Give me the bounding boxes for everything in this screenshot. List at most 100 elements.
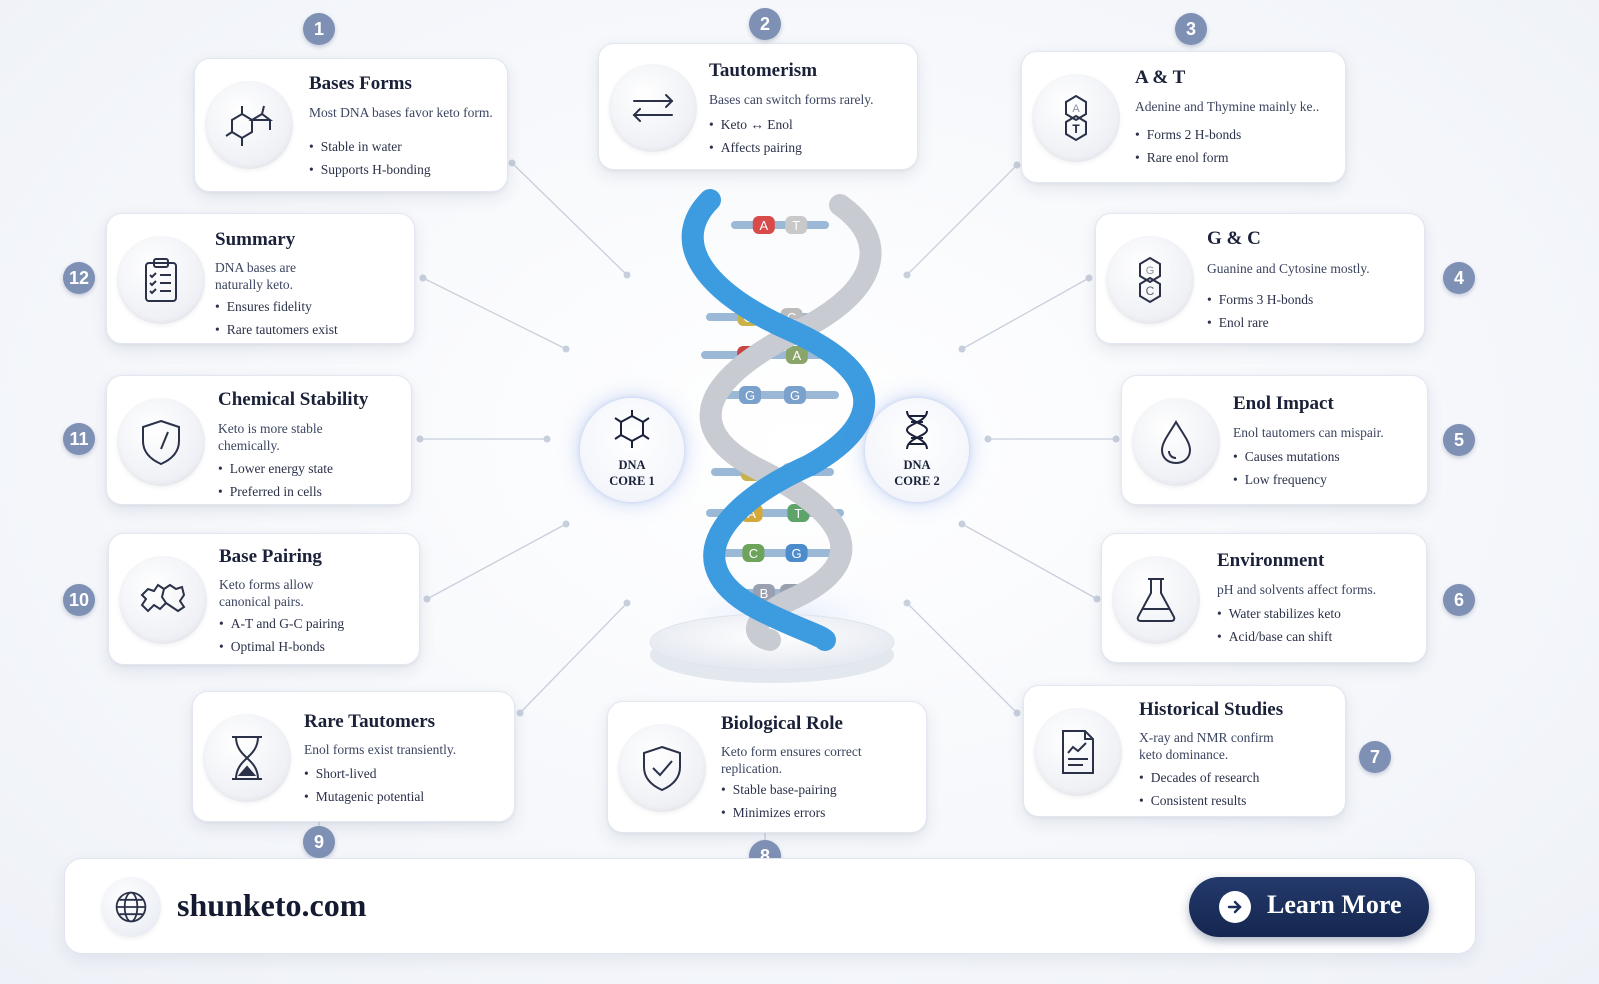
swap-arrows-icon	[609, 64, 697, 152]
base-letter: A	[759, 218, 768, 233]
card-title: Environment	[1217, 550, 1325, 571]
card-bullets: Decades of research Consistent results	[1139, 766, 1260, 812]
card-title: Rare Tautomers	[304, 711, 436, 732]
footer-bar: shunketo.com Learn More	[64, 858, 1476, 954]
base-bead	[785, 346, 808, 364]
bullet-item: Short-lived	[304, 762, 424, 785]
bullet-item: Stable in water	[309, 135, 431, 158]
bullet-item: A-T and G-C pairing	[219, 612, 344, 635]
base-letter: A	[792, 348, 801, 363]
step-badge-4: 4	[1443, 262, 1475, 294]
bullet-item: Keto ↔ Enol	[709, 113, 802, 136]
card-description: Guanine and Cytosine mostly.	[1207, 261, 1370, 276]
base-letter: G	[745, 388, 755, 403]
card-title: Bases Forms	[309, 73, 412, 94]
card-bullets: Forms 3 H-bonds Enol rare	[1207, 288, 1314, 334]
card-description: Keto is more stable chemically.	[218, 421, 323, 453]
base-letter: C	[787, 310, 796, 325]
bullet-item: Consistent results	[1139, 789, 1259, 812]
step-badge-11: 11	[63, 423, 95, 455]
card-bullets: Causes mutations Low frequency	[1233, 445, 1340, 491]
bullet-item: Preferred in cells	[218, 480, 333, 503]
molecule-icon	[614, 410, 650, 448]
card-title: Base Pairing	[219, 546, 322, 567]
card-bullets: Short-lived Mutagenic potential	[304, 762, 424, 808]
bullet-item: Optimal H-bonds	[219, 635, 344, 658]
base-bead	[784, 386, 806, 404]
card-summary: Summary DNA bases are naturally keto. En…	[106, 213, 415, 344]
core-label-line2: CORE 2	[894, 474, 940, 488]
card-bullets: Stable in water Supports H-bonding	[309, 135, 431, 181]
card-description: X-ray and NMR confirm keto dominance.	[1139, 730, 1274, 762]
molecule-icon	[205, 81, 293, 169]
step-badge-9: 9	[303, 826, 335, 858]
hourglass-icon	[203, 714, 291, 802]
card-bullets: Forms 2 H-bonds Rare enol form	[1135, 123, 1242, 169]
card-description: Enol tautomers can mispair.	[1233, 425, 1384, 440]
card-description: Keto form ensures correct replication.	[721, 744, 862, 776]
card-enol-impact: Enol Impact Enol tautomers can mispair. …	[1121, 375, 1428, 505]
card-environment: Environment pH and solvents affect forms…	[1101, 533, 1427, 663]
base-bead	[785, 216, 808, 234]
svg-text:A: A	[1072, 103, 1080, 115]
base-letter: A	[747, 506, 756, 521]
card-description: Adenine and Thymine mainly ke..	[1135, 99, 1320, 114]
base-letter: B	[760, 586, 769, 601]
step-badge-3: 3	[1175, 13, 1207, 45]
card-chemical-stability: Chemical Stability Keto is more stable c…	[106, 375, 412, 505]
dna-icon	[905, 410, 929, 450]
card-bullets: Stable base-pairing Minimizes errors	[721, 778, 837, 824]
card-title: Biological Role	[721, 713, 843, 734]
base-bead	[742, 544, 765, 562]
clipboard-icon	[117, 236, 205, 324]
card-description: Bases can switch forms rarely.	[709, 92, 874, 107]
card-rare-tautomers: Rare Tautomers Enol forms exist transien…	[192, 691, 515, 822]
card-title: Summary	[215, 229, 296, 250]
gc-hexagon-icon: G C	[1106, 236, 1194, 324]
core-label-line1: DNA	[618, 458, 646, 472]
card-bullets: Ensures fidelity Rare tautomers exist	[215, 295, 338, 341]
card-biological-role: Biological Role Keto form ensures correc…	[607, 701, 927, 833]
document-chart-icon	[1034, 708, 1122, 796]
card-description: DNA bases are naturally keto.	[215, 260, 296, 292]
shield-icon	[117, 398, 205, 486]
flask-icon	[1112, 556, 1200, 644]
bullet-item: Rare enol form	[1135, 146, 1241, 169]
bullet-item: Water stabilizes keto	[1217, 602, 1341, 625]
step-badge-6: 6	[1443, 584, 1475, 616]
learn-more-button[interactable]: Learn More	[1189, 877, 1429, 937]
base-letter: T	[794, 506, 802, 521]
bullet-item: Minimizes errors	[721, 801, 837, 824]
card-title: Tautomerism	[709, 60, 818, 81]
bullet-item: Forms 3 H-bonds	[1207, 288, 1314, 311]
card-title: G & C	[1207, 228, 1261, 249]
website-link[interactable]: shunketo.com	[177, 887, 367, 923]
at-hexagon-icon: A T	[1032, 74, 1120, 162]
globe-icon	[101, 877, 161, 937]
card-title: Enol Impact	[1233, 393, 1334, 414]
learn-more-label: Learn More	[1267, 890, 1402, 919]
step-badge-5: 5	[1443, 424, 1475, 456]
shield-check-icon	[618, 724, 706, 812]
bullet-item: Forms 2 H-bonds	[1135, 123, 1242, 146]
card-base-pairing: Base Pairing Keto forms allow canonical …	[108, 533, 420, 665]
card-bullets: Water stabilizes keto Acid/base can shif…	[1217, 602, 1341, 648]
step-badge-2: 2	[749, 8, 781, 40]
card-title: A & T	[1135, 67, 1186, 88]
base-letter: T	[792, 218, 800, 233]
card-description: Enol forms exist transiently.	[304, 742, 457, 757]
bullet-item: Low frequency	[1233, 468, 1340, 491]
bullet-item: Ensures fidelity	[215, 295, 338, 318]
card-title: Chemical Stability	[218, 389, 369, 410]
card-description: pH and solvents affect forms.	[1217, 582, 1377, 597]
card-bullets: Lower energy state Preferred in cells	[218, 457, 333, 503]
step-badge-10: 10	[63, 584, 95, 616]
card-title: Historical Studies	[1139, 699, 1284, 720]
card-tautomerism: Tautomerism Bases can switch forms rarel…	[598, 43, 918, 170]
bullet-item: Affects pairing	[709, 136, 802, 159]
card-historical-studies: Historical Studies X-ray and NMR confirm…	[1023, 685, 1346, 817]
card-a-and-t: A T A & T Adenine and Thymine mainly ke.…	[1021, 51, 1346, 183]
bullet-item: Enol rare	[1207, 311, 1313, 334]
